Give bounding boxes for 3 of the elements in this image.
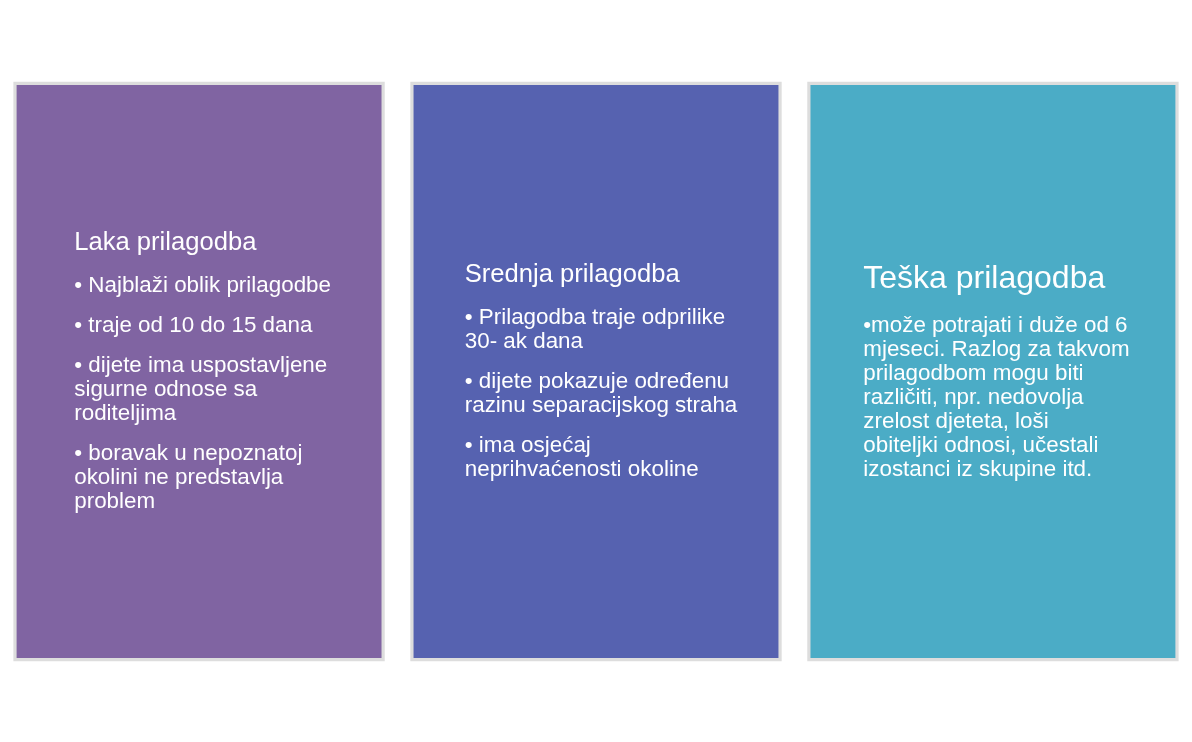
node-box: Laka prilagodba • Najblaži oblik prilagodbe • traje od 10 do 15 dana • dijete ima uspostavljene sigurne odnose sa roditeljima • boravak u nepoznatoj okolini ne predstavlja problem [13,81,385,661]
node-box: Srednja prilagodba • Prilagodba traje odprilike 30- ak dana • dijete pokazuje određenu razinu separacijskog straha • ima osjećaj neprihvaćenosti okoline [410,81,782,661]
node-box: Teška prilagodba •može potrajati i duže od 6 mjeseci. Razlog za takvom prilagodbom mogu biti različiti, npr. nedovolja zrelost djeteta, loši obiteljki odnosi, učestali izostanci iz skupine itd. [807,81,1179,661]
